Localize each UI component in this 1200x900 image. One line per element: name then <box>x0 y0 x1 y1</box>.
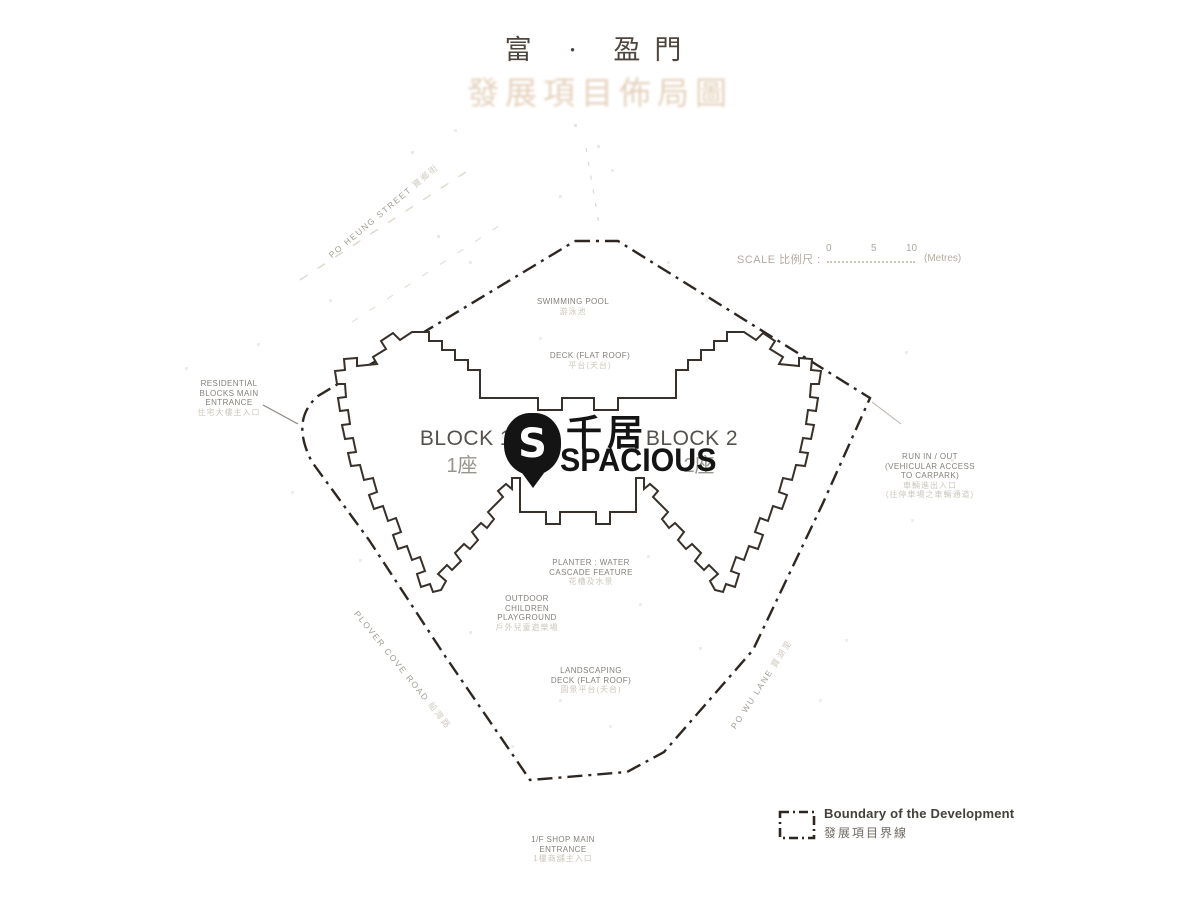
building-footprint <box>333 331 822 594</box>
swimming-pool-en: SWIMMING POOL <box>536 297 610 307</box>
shop-entrance-zh: 1樓商舖主入口 <box>533 854 593 864</box>
block-2-label-zh: 2座 <box>683 455 715 477</box>
deck-label: DECK (FLAT ROOF) 平台(天台) <box>550 342 630 380</box>
spacious-logo-chinese: 千居 <box>566 412 649 453</box>
residential-entrance-zh: 住宅大樓主入口 <box>197 407 261 417</box>
residential-entrance-label: RESIDENTIAL BLOCKS MAIN ENTRANCE 住宅大樓主入口 <box>198 370 261 427</box>
road-marking-lines <box>299 147 601 323</box>
block-1-label: BLOCK 1 <box>419 427 513 450</box>
development-title: 富 · 盈門 <box>504 35 696 66</box>
planter-en: PLANTER : WATER CASCADE FEATURE <box>549 558 633 577</box>
spacious-logo-wordmark: SPACIOUS <box>560 442 717 478</box>
run-in-out-en: RUN IN / OUT (VEHICULAR ACCESS TO CARPAR… <box>885 452 975 481</box>
deck-zh: 平台(天台) <box>568 360 612 370</box>
swimming-pool-label: SWIMMING POOL 游泳池 <box>537 288 609 326</box>
spacious-logo-icon: S <box>504 413 561 475</box>
spacious-logo-initial: S <box>518 421 547 467</box>
deck-en: DECK (FLAT ROOF) <box>549 351 631 361</box>
landscaping-deck-label: LANDSCAPING DECK (FLAT ROOF) 園景平台(天台) <box>551 657 631 704</box>
scale-tick-10: 10 <box>906 243 918 254</box>
planter-label: PLANTER : WATER CASCADE FEATURE 花槽及水景 <box>549 549 633 596</box>
legend-boundary-text: Boundary of the Development <box>824 806 1015 821</box>
block-2-label: BLOCK 2 <box>645 427 739 450</box>
block-1-label-zh: 1座 <box>446 455 478 477</box>
run-in-out-label: RUN IN / OUT (VEHICULAR ACCESS TO CARPAR… <box>885 443 975 509</box>
block-1-outline <box>333 331 578 594</box>
playground-zh: 戶外兒童遊樂場 <box>495 622 559 632</box>
development-boundary-line <box>301 239 872 782</box>
run-in-out-zh: 車輛進出入口 (往停車場之車輛通道) <box>885 480 975 500</box>
shop-entrance-label: 1/F SHOP MAIN ENTRANCE 1樓商舖主入口 <box>531 826 595 873</box>
legend-boundary-text-zh: 發展項目界線 <box>824 826 909 840</box>
shop-entrance-en: 1/F SHOP MAIN ENTRANCE <box>531 835 595 854</box>
scale-unit: (Metres) <box>924 253 962 264</box>
scale-tick-5: 5 <box>871 243 877 254</box>
playground-label: OUTDOOR CHILDREN PLAYGROUND 戶外兒童遊樂場 <box>496 585 559 642</box>
swimming-pool-zh: 游泳池 <box>559 306 587 316</box>
scale-bar-rule <box>827 261 915 263</box>
development-subtitle: 發展項目佈局圖 <box>466 74 734 112</box>
landscaping-deck-zh: 園景平台(天台) <box>560 685 622 695</box>
playground-en: OUTDOOR CHILDREN PLAYGROUND <box>497 594 557 623</box>
scale-label: SCALE 比例尺 : <box>737 254 821 266</box>
planter-zh: 花槽及水景 <box>568 577 614 587</box>
landscaping-deck-en: LANDSCAPING DECK (FLAT ROOF) <box>550 666 632 685</box>
scale-tick-0: 0 <box>826 243 832 254</box>
residential-entrance-en: RESIDENTIAL BLOCKS MAIN ENTRANCE <box>199 379 259 408</box>
boundary-legend-icon <box>778 810 816 840</box>
leader-lines <box>262 401 902 425</box>
